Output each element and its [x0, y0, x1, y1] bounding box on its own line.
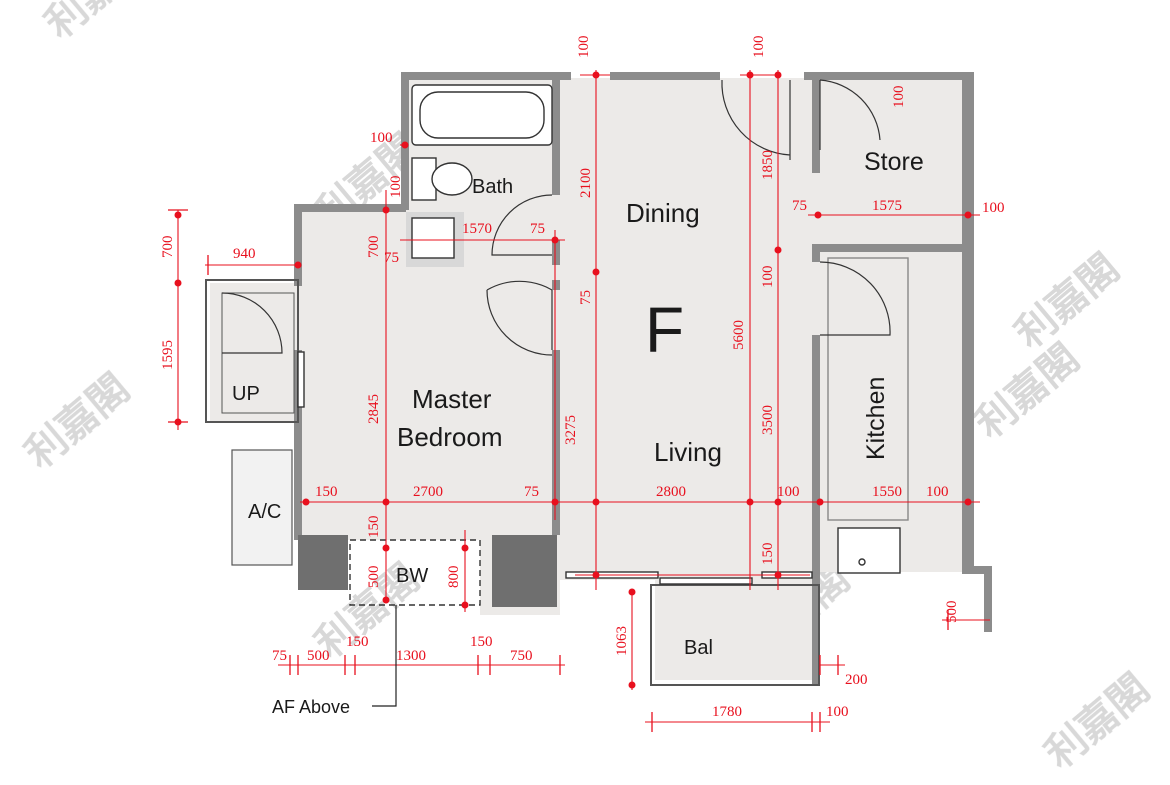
dim-label: 2100	[578, 168, 594, 198]
watermark-text: 利嘉閣	[37, 0, 158, 47]
dim-label: 100	[777, 484, 800, 500]
dim-label: 1595	[160, 340, 176, 370]
dim-label: 150	[760, 543, 776, 566]
dim-label: 1300	[396, 648, 426, 664]
dim-label: 1850	[760, 150, 776, 180]
dim-label: 1570	[462, 221, 492, 237]
room-master-label-line2: Bedroom	[397, 422, 503, 452]
room-store-label: Store	[864, 148, 924, 176]
dim-label: 2800	[656, 484, 686, 500]
floor-areas	[210, 78, 962, 680]
dim-label: 5600	[731, 320, 747, 350]
dim-label: 100	[751, 36, 767, 59]
dimension-lines	[177, 70, 990, 723]
dimension-ticks	[168, 71, 972, 732]
af-leader	[372, 605, 397, 707]
dim-label: 150	[470, 634, 493, 650]
dim-label: 75	[530, 221, 545, 237]
bay-window	[349, 539, 481, 606]
ac-label: A/C	[248, 501, 281, 523]
room-bath-label: Bath	[472, 176, 513, 198]
doors	[221, 79, 891, 356]
room-master-label-line1: Master	[412, 384, 492, 414]
dim-label: 150	[366, 516, 382, 539]
dim-label: 75	[272, 648, 287, 664]
sink	[837, 527, 901, 574]
dim-label: 100	[826, 704, 849, 720]
dim-label: 100	[388, 176, 404, 199]
dim-label: 940	[233, 246, 256, 262]
dim-label: 100	[760, 266, 776, 289]
watermark-text: 利嘉閣	[1007, 245, 1128, 357]
unit-label: F	[645, 294, 684, 366]
dim-label: 2845	[366, 394, 382, 424]
dim-label: 100	[926, 484, 949, 500]
dim-label: 500	[366, 566, 382, 589]
watermark-text: 利嘉閣	[967, 335, 1088, 447]
dim-label: 150	[315, 484, 338, 500]
up-label: UP	[232, 383, 260, 405]
bal-label: Bal	[684, 637, 713, 659]
dim-label: 200	[845, 672, 868, 688]
dim-label: 100	[370, 130, 393, 146]
dim-label: 3500	[760, 405, 776, 435]
basin	[411, 217, 455, 259]
dim-label: 3275	[563, 415, 579, 445]
dim-label: 100	[891, 86, 907, 109]
dim-label: 100	[982, 200, 1005, 216]
dim-label: 1575	[872, 198, 902, 214]
dim-label: 1063	[614, 626, 630, 656]
room-kitchen-label: Kitchen	[862, 377, 890, 460]
dim-label: 500	[307, 648, 330, 664]
dim-label: 75	[524, 484, 539, 500]
dim-label: 75	[578, 290, 594, 305]
dimension-labels: 100 100 100 100 100 2100 1850 75 1575 10…	[160, 36, 1005, 721]
watermark-text: 利嘉閣	[1037, 665, 1158, 777]
kitchen-counter	[827, 257, 909, 521]
dim-label: 700	[366, 236, 382, 259]
dim-label: 800	[446, 566, 462, 589]
toilet-bowl	[431, 162, 473, 196]
dim-label: 75	[792, 198, 807, 214]
dim-label: 750	[510, 648, 533, 664]
bathtub	[411, 84, 553, 146]
dim-label: 150	[346, 634, 369, 650]
dim-label: 1550	[872, 484, 902, 500]
room-dining-label: Dining	[626, 198, 700, 228]
dim-label: 2700	[413, 484, 443, 500]
watermark-text: 利嘉閣	[17, 365, 138, 477]
dim-label: 1780	[712, 704, 742, 720]
room-labels: F Bath Dining Store Master Bedroom Livin…	[232, 148, 924, 717]
room-living-label: Living	[654, 437, 722, 467]
dim-label: 700	[160, 236, 176, 259]
dim-label: 75	[384, 250, 399, 266]
dim-label: 100	[576, 36, 592, 59]
af-above-label: AF Above	[272, 697, 350, 717]
bw-label: BW	[396, 565, 428, 587]
dim-label: 500	[944, 601, 960, 624]
